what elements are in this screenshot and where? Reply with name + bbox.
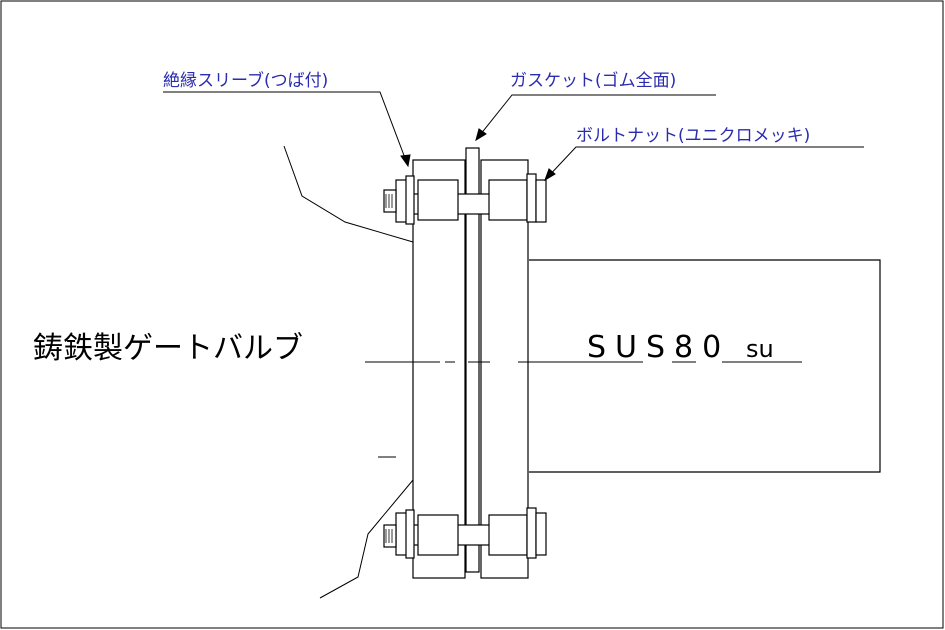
pipe xyxy=(529,259,881,473)
lower-nut-right xyxy=(535,512,547,556)
upper-sleeve-left xyxy=(417,179,459,221)
leader-bolt-nut xyxy=(544,146,864,181)
leader-lines xyxy=(163,91,864,182)
upper-nut-right xyxy=(535,179,547,223)
upper-break-line xyxy=(283,145,414,243)
sus-pipe-outline xyxy=(529,259,881,473)
label-cast-iron-gate-valve: 鋳鉄製ゲートバルブ xyxy=(33,331,303,366)
lower-break-line xyxy=(319,479,414,599)
break-lines xyxy=(283,145,414,599)
leader-gasket xyxy=(475,94,716,141)
leader-insulating-sleeve xyxy=(163,91,409,167)
valve-flange xyxy=(412,159,466,579)
thread-marks xyxy=(385,194,393,543)
lower-sleeve-left xyxy=(417,514,459,556)
gasket-plate xyxy=(465,147,480,573)
upper-washer-left xyxy=(405,175,415,225)
lower-sleeve-right xyxy=(488,514,528,556)
centerline xyxy=(365,361,802,458)
upper-nut-left-end xyxy=(383,189,397,213)
pipe-flange xyxy=(480,159,529,579)
label-bolt-nut: ボルトナット(ユニクロメッキ) xyxy=(576,126,810,146)
lower-washer-left xyxy=(405,509,415,559)
label-insulating-sleeve: 絶縁スリーブ(つば付) xyxy=(163,70,328,91)
label-pipe-spec: SUS80 xyxy=(587,330,730,365)
label-gasket: ガスケット(ゴム全面) xyxy=(510,70,676,91)
lower-washer-right xyxy=(526,507,537,559)
flange-assembly xyxy=(383,147,547,579)
lower-nut-left-end xyxy=(383,524,397,548)
upper-washer-right xyxy=(526,173,537,223)
upper-sleeve-right xyxy=(488,179,528,221)
label-pipe-spec-suffix: su xyxy=(746,335,774,363)
